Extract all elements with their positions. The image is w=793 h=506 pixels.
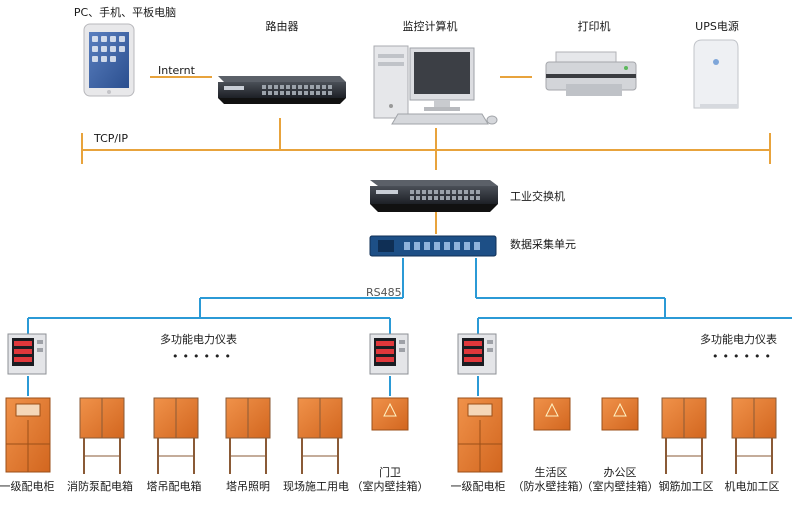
cabinet-tower-crane [153, 397, 199, 474]
cabinet-label-main-right: 一级配电柜 [450, 480, 506, 493]
living-label-line2: （防水壁挂箱） [512, 480, 590, 493]
right-meter-label: 多功能电力仪表 [700, 333, 777, 346]
cabinet-label-main-left: 一级配电柜 [0, 480, 55, 493]
monitoring-computer [373, 45, 498, 125]
data-collection-unit [369, 235, 497, 257]
guard-label-line2: （室内壁挂箱） [351, 480, 429, 493]
pc-label: PC、手机、平板电脑 [73, 6, 177, 19]
collector-label: 数据采集单元 [510, 238, 576, 251]
printer-device [545, 51, 637, 96]
cabinet-label-rebar: 钢筋加工区 [658, 480, 714, 493]
power-meter-right-1 [457, 333, 497, 375]
ups-device [693, 39, 739, 109]
printer-label: 打印机 [577, 20, 611, 33]
left-ellipsis: •••••• [172, 350, 235, 363]
internet-label: Internt [158, 64, 195, 77]
wallbox-guard [371, 397, 409, 431]
monitor-label: 监控计算机 [402, 20, 458, 33]
wallbox-office [601, 397, 639, 431]
industrial-switch [370, 180, 498, 212]
cabinet-label-crane-lighting: 塔吊照明 [226, 480, 270, 493]
power-meter-left-2 [369, 333, 409, 375]
cabinet-fire-pump [79, 397, 125, 474]
cabinet-site-power [297, 397, 343, 474]
living-label-line1: 生活区 [534, 466, 568, 479]
tcpip-label: TCP/IP [94, 132, 128, 145]
right-ellipsis: •••••• [712, 350, 775, 363]
cabinet-label-site-power: 现场施工用电 [283, 480, 349, 493]
cabinet-crane-lighting [225, 397, 271, 474]
cabinet-label-mech: 机电加工区 [724, 480, 780, 493]
main-cabinet-left [5, 397, 51, 473]
cabinet-rebar [661, 397, 707, 474]
rs485-bus [27, 258, 792, 396]
router-device [218, 76, 346, 104]
cabinet-mech [731, 397, 777, 474]
main-cabinet-right [457, 397, 503, 473]
ups-label: UPS电源 [695, 20, 739, 33]
switch-label: 工业交换机 [510, 190, 565, 203]
tablet-device [83, 23, 135, 97]
router-label: 路由器 [265, 20, 299, 33]
tcpip-bus [81, 76, 771, 234]
wallbox-living [533, 397, 571, 431]
office-label-line2: （室内壁挂箱） [581, 480, 659, 493]
left-meter-label: 多功能电力仪表 [160, 333, 237, 346]
rs485-label: RS485 [366, 286, 402, 299]
guard-label-line1: 门卫 [379, 466, 401, 479]
office-label-line1: 办公区 [603, 466, 637, 479]
cabinet-label-fire-pump: 消防泵配电箱 [67, 480, 133, 493]
power-meter-left-1 [7, 333, 47, 375]
cabinet-label-tower-crane: 塔吊配电箱 [146, 480, 202, 493]
